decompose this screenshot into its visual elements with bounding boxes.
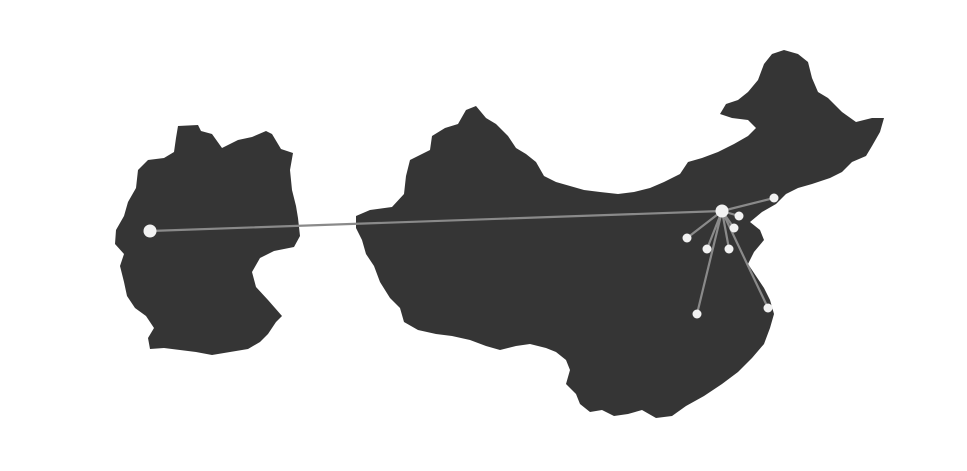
- region-germany: [115, 125, 300, 355]
- node-east-hub: [715, 204, 729, 218]
- node-spoke-5: [702, 244, 712, 254]
- route-line-spoke-4: [685, 209, 724, 240]
- node-spoke-6: [724, 244, 734, 254]
- route-line-trunk: [148, 209, 724, 233]
- route-line-spoke-1: [720, 196, 776, 213]
- node-spoke-7: [692, 309, 702, 319]
- node-spoke-2: [734, 211, 744, 221]
- region-china: [356, 50, 884, 418]
- node-spoke-4: [682, 233, 692, 243]
- node-spoke-1: [769, 193, 779, 203]
- route-line-spoke-7: [695, 209, 724, 316]
- node-spoke-3: [729, 223, 739, 233]
- node-spoke-8: [763, 303, 773, 313]
- node-west-hub: [143, 224, 157, 238]
